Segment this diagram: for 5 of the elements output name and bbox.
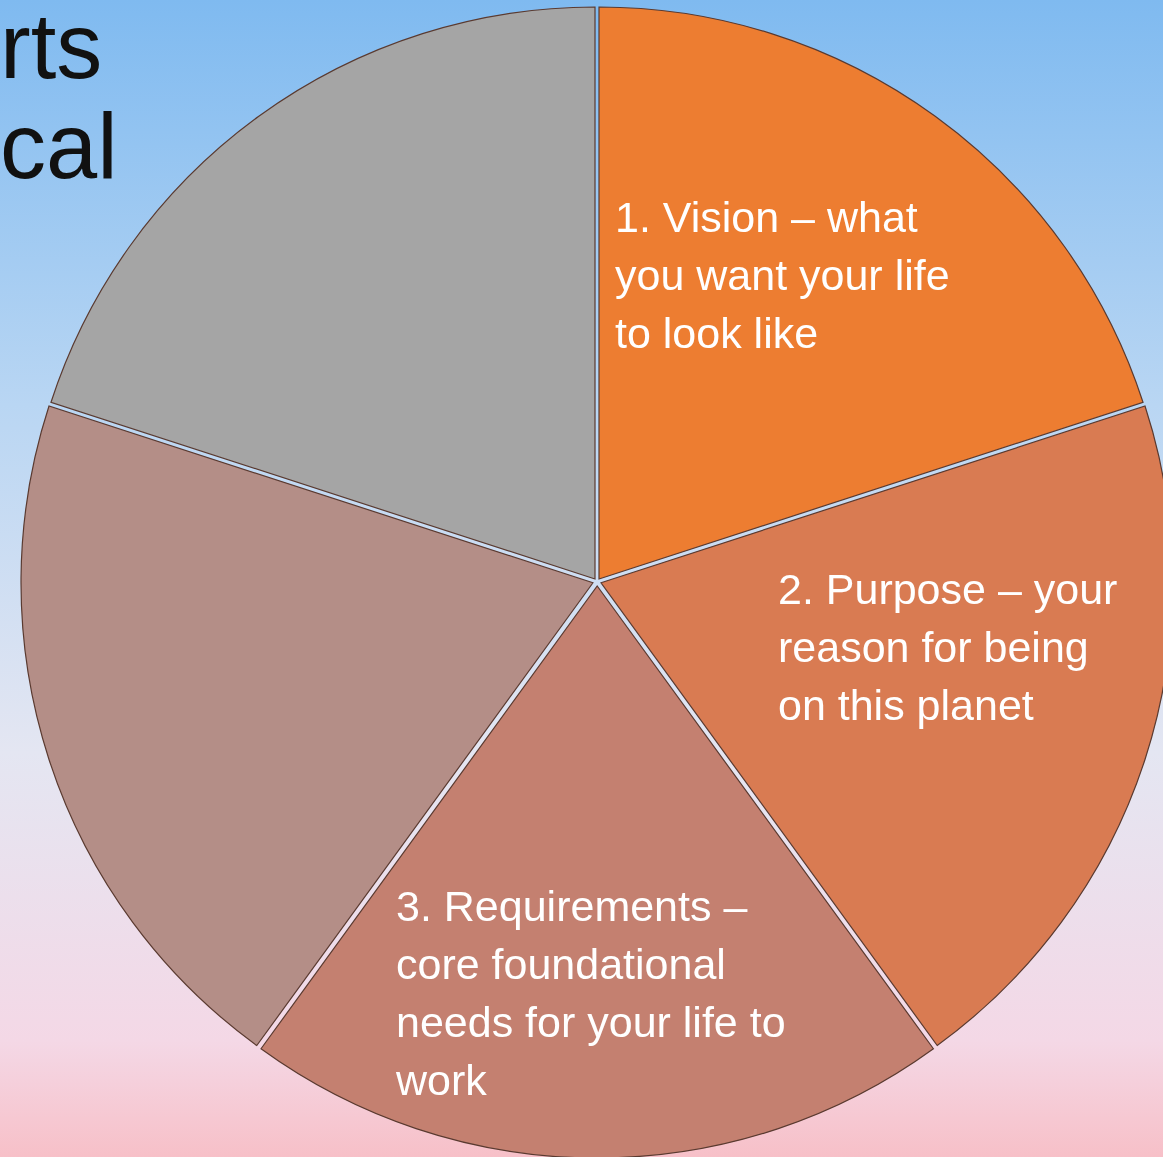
title-fragment: rts: [0, 0, 103, 96]
slice-label: 3. Requirements – core foundational needs for your life to work: [396, 881, 787, 1106]
slice-label: 2. Purpose – your reason for being on this planet: [778, 564, 1119, 731]
slice-label: 1. Vision – what you want your life to look like: [615, 192, 951, 359]
title-fragment: cal: [0, 96, 118, 196]
